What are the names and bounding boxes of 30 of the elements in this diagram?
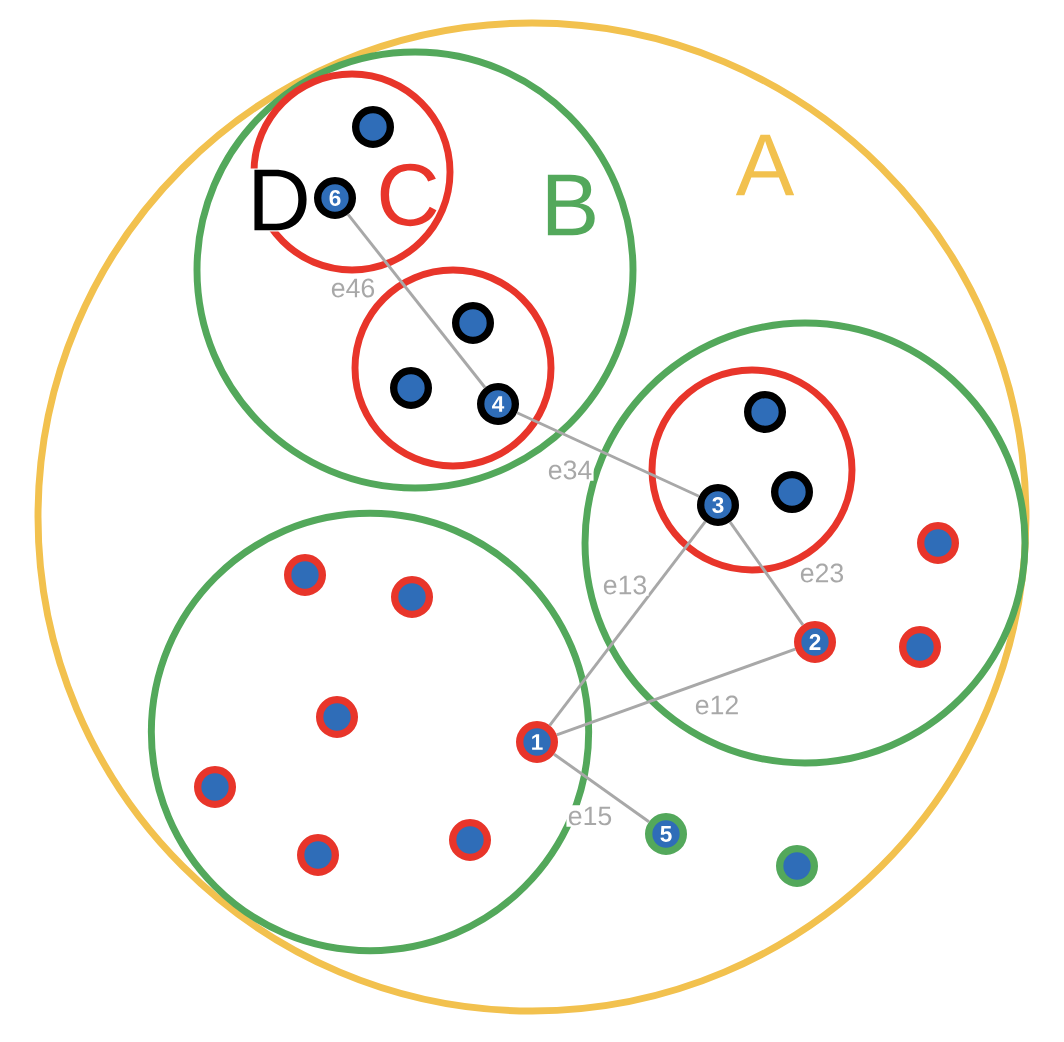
edge-line [516,411,700,498]
edge-line [548,520,707,727]
set-label: C [380,163,437,227]
element-dot [917,522,959,564]
edge-label: e12 [693,694,741,716]
edge-line [556,647,796,737]
element-dot [316,696,358,738]
edge-label: e13 [601,574,649,596]
element-dot [452,302,494,344]
element-dot [194,766,236,808]
element-dot [744,391,786,433]
edge-line [346,213,487,389]
element-dot [352,106,394,148]
element-dot [284,554,326,596]
element-dot [297,834,339,876]
edge-label: e34 [546,459,594,481]
edge-line [728,521,805,626]
edge-label: e23 [798,562,846,584]
element-dot [449,819,491,861]
element-dot [391,576,433,618]
edge-label: e15 [566,805,614,827]
set-label: B [547,174,595,236]
element-dot [771,471,813,513]
set-label: D [245,168,313,232]
edge-label: e46 [329,277,377,299]
element-dot [899,626,941,668]
edge-line [553,753,650,823]
element-dot [776,845,818,887]
element-dot [390,367,432,409]
set-label: A [735,134,795,196]
